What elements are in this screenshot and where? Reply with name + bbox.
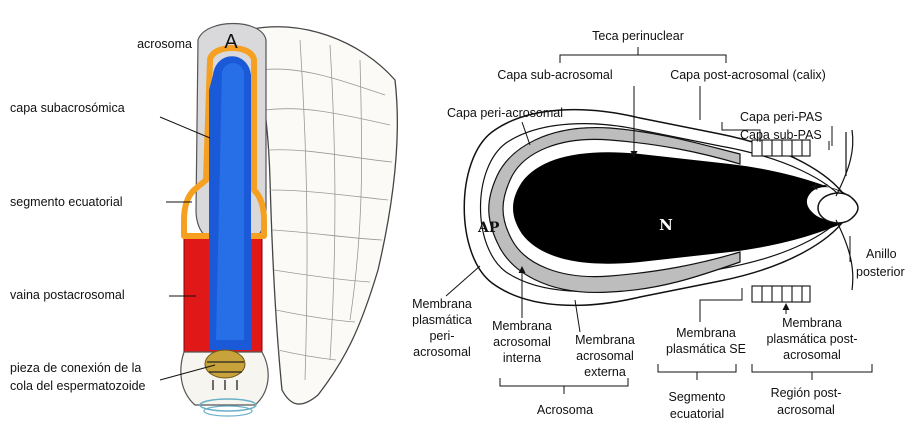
label-capa-peri-acrosomal: Capa peri-acrosomal bbox=[447, 106, 563, 120]
label-teca-perinuclear: Teca perinuclear bbox=[592, 29, 684, 43]
label-acrosoma: acrosoma bbox=[137, 37, 192, 51]
label-N: N bbox=[659, 216, 673, 234]
label-ma-interna-2: acrosomal bbox=[493, 335, 551, 349]
membrane-sheet bbox=[248, 27, 397, 404]
nucleus-N bbox=[513, 152, 852, 263]
right-sperm-section: N AP Teca perinuclear Capa sub-acrosomal… bbox=[412, 29, 905, 421]
region-segmento-ecuatorial-2: ecuatorial bbox=[670, 407, 724, 421]
label-pieza-conexion-1: pieza de conexión de la bbox=[10, 361, 141, 375]
label-vaina-postacrosomal: vaina postacrosomal bbox=[10, 288, 125, 302]
label-mp-peri-1: Membrana bbox=[412, 297, 472, 311]
label-pieza-conexion-2: cola del espermatozoide bbox=[10, 379, 146, 393]
peri-pas-hatch-bottom bbox=[752, 286, 810, 302]
label-ma-externa-2: acrosomal bbox=[576, 349, 634, 363]
left-sperm-illustration: A acrosoma capa subacrosómica segmento e… bbox=[10, 24, 397, 417]
label-mp-se-2: plasmática SE bbox=[666, 342, 746, 356]
label-mp-se-1: Membrana bbox=[676, 326, 736, 340]
label-capa-sub-acrosomal: Capa sub-acrosomal bbox=[497, 68, 612, 82]
label-mp-post-1: Membrana bbox=[782, 316, 842, 330]
connecting-piece bbox=[205, 350, 245, 378]
label-ma-externa-3: externa bbox=[584, 365, 626, 379]
posterior-ring bbox=[818, 193, 858, 223]
label-mp-peri-2: plasmática bbox=[412, 313, 472, 327]
region-post-acrosomal-1: Región post- bbox=[771, 386, 842, 400]
label-anillo: Anillo bbox=[866, 247, 897, 261]
region-post-acrosomal-2: acrosomal bbox=[777, 403, 835, 417]
label-mp-peri-4: acrosomal bbox=[413, 345, 471, 359]
label-posterior: posterior bbox=[856, 265, 905, 279]
label-mp-peri-3: peri- bbox=[429, 329, 454, 343]
label-capa-peri-pas: Capa peri-PAS bbox=[740, 110, 822, 124]
region-acrosoma: Acrosoma bbox=[537, 403, 593, 417]
label-capa-subacrosomica: capa subacrosómica bbox=[10, 101, 125, 115]
label-mp-post-2: plasmática post- bbox=[766, 332, 857, 346]
label-segmento-ecuatorial: segmento ecuatorial bbox=[10, 195, 123, 209]
region-segmento-ecuatorial-1: Segmento bbox=[669, 390, 726, 404]
label-ma-externa-1: Membrana bbox=[575, 333, 635, 347]
label-A: A bbox=[224, 31, 238, 53]
bottom-label-group: Membrana plasmática peri- acrosomal Memb… bbox=[412, 297, 857, 379]
label-ma-interna-3: interna bbox=[503, 351, 541, 365]
label-mp-post-3: acrosomal bbox=[783, 348, 841, 362]
teca-bracket bbox=[560, 47, 726, 63]
label-capa-post-acrosomal: Capa post-acrosomal (calix) bbox=[670, 68, 826, 82]
label-ma-interna-1: Membrana bbox=[492, 319, 552, 333]
label-AP: AP bbox=[477, 220, 500, 236]
peri-pas-hatch-top bbox=[752, 140, 810, 156]
